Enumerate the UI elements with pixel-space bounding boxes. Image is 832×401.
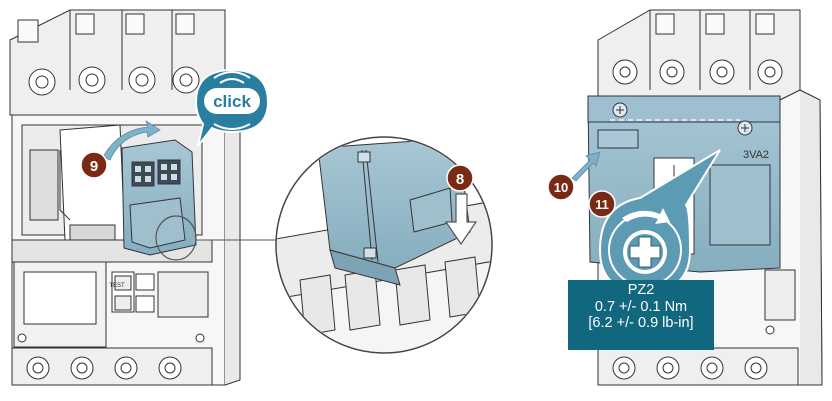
- step-11-badge: [588, 190, 616, 218]
- step-10-badge: [547, 173, 575, 201]
- step-8-badge: [446, 164, 474, 192]
- insert-arrow-icon-right: [571, 151, 601, 182]
- click-label: click: [213, 92, 251, 111]
- device-button-label: TEST: [109, 283, 125, 289]
- rotation-arrow-icon: [622, 208, 670, 224]
- push-down-arrow-icon: [444, 193, 478, 246]
- step-8-number: 8: [456, 171, 464, 188]
- torque-imperial: [6.2 +/- 0.9 lb-in]: [588, 315, 694, 331]
- step-11-number: 11: [595, 197, 609, 212]
- phillips-screw-icon: [629, 236, 661, 268]
- step-10-number: 10: [554, 180, 568, 195]
- torque-spec-label: PZ2 0.7 +/- 0.1 Nm [6.2 +/- 0.9 lb-in]: [568, 280, 714, 350]
- step-9-number: 9: [90, 158, 98, 175]
- torque-metric: 0.7 +/- 0.1 Nm: [594, 298, 688, 315]
- step-9-badge: [80, 151, 108, 179]
- accessory-module-left: [121, 139, 197, 256]
- torque-bit: PZ2: [627, 282, 655, 298]
- zoom-source-marker: [155, 215, 197, 261]
- insert-arrow-icon: [102, 120, 161, 161]
- click-callout: [194, 68, 270, 147]
- model-label: 3VA2: [743, 149, 769, 161]
